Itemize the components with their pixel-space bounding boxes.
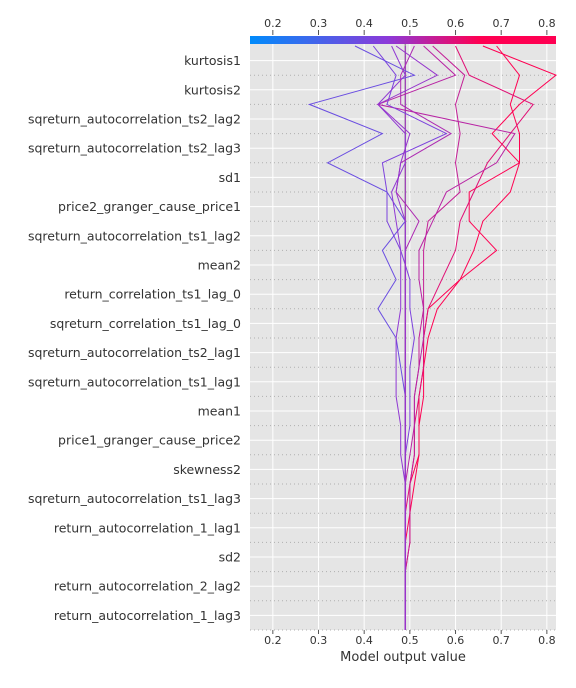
feature-label: kurtosis2 bbox=[184, 82, 241, 97]
bottom-axis-ticks: 0.2 0.3 0.4 0.5 0.6 0.7 0.8 bbox=[264, 630, 556, 647]
feature-label: sd2 bbox=[219, 550, 241, 565]
top-axis-ticks: 0.2 0.3 0.4 0.5 0.6 0.7 0.8 bbox=[264, 17, 556, 35]
bottom-tick-label: 0.4 bbox=[355, 634, 373, 647]
bottom-tick-label: 0.6 bbox=[447, 634, 465, 647]
bottom-tick-label: 0.5 bbox=[401, 634, 419, 647]
top-tick-label: 0.6 bbox=[447, 17, 465, 30]
feature-labels: kurtosis1 kurtosis2 sqreturn_autocorrelati… bbox=[28, 53, 241, 623]
feature-label: sqreturn_autocorrelation_ts1_lag3 bbox=[28, 491, 241, 506]
feature-label: sd1 bbox=[219, 170, 241, 185]
feature-label: return_autocorrelation_1_lag3 bbox=[54, 608, 241, 623]
decision-line-4 bbox=[404, 45, 466, 630]
bottom-tick-label: 0.2 bbox=[264, 634, 282, 647]
decision-line-1 bbox=[404, 45, 557, 630]
bottom-tick-label: 0.3 bbox=[310, 634, 328, 647]
feature-label: price2_granger_cause_price1 bbox=[58, 199, 241, 214]
feature-label: sqreturn_autocorrelation_ts2_lag3 bbox=[28, 141, 241, 156]
feature-label: sqreturn_autocorrelation_ts2_lag1 bbox=[28, 345, 241, 360]
feature-label: sqreturn_autocorrelation_ts1_lag2 bbox=[28, 228, 241, 243]
top-tick-label: 0.7 bbox=[492, 17, 510, 30]
feature-label: mean1 bbox=[198, 404, 241, 419]
colorbar bbox=[250, 36, 556, 44]
feature-label: return_autocorrelation_1_lag1 bbox=[54, 520, 241, 535]
top-tick-label: 0.4 bbox=[355, 17, 373, 30]
top-tick-label: 0.5 bbox=[401, 17, 419, 30]
bottom-tick-label: 0.8 bbox=[538, 634, 556, 647]
feature-label: sqreturn_autocorrelation_ts1_lag1 bbox=[28, 374, 241, 389]
bottom-tick-label: 0.7 bbox=[492, 634, 510, 647]
feature-label: skewness2 bbox=[173, 462, 241, 477]
series-lines bbox=[307, 40, 557, 630]
feature-label: price1_granger_cause_price2 bbox=[58, 433, 241, 448]
feature-label: return_autocorrelation_2_lag2 bbox=[54, 579, 241, 594]
decision-line-10 bbox=[377, 45, 439, 630]
feature-label: sqreturn_autocorrelation_ts2_lag2 bbox=[28, 112, 241, 127]
feature-label: mean2 bbox=[198, 258, 241, 273]
top-tick-label: 0.8 bbox=[538, 17, 556, 30]
feature-label: return_correlation_ts1_lag_0 bbox=[64, 287, 241, 302]
plot-background bbox=[250, 40, 556, 630]
feature-label: kurtosis1 bbox=[184, 53, 241, 68]
top-tick-label: 0.3 bbox=[310, 17, 328, 30]
x-axis-label: Model output value bbox=[340, 650, 466, 665]
feature-label: sqreturn_correlation_ts1_lag_0 bbox=[50, 316, 241, 331]
grid bbox=[250, 40, 556, 631]
top-tick-label: 0.2 bbox=[264, 17, 282, 30]
